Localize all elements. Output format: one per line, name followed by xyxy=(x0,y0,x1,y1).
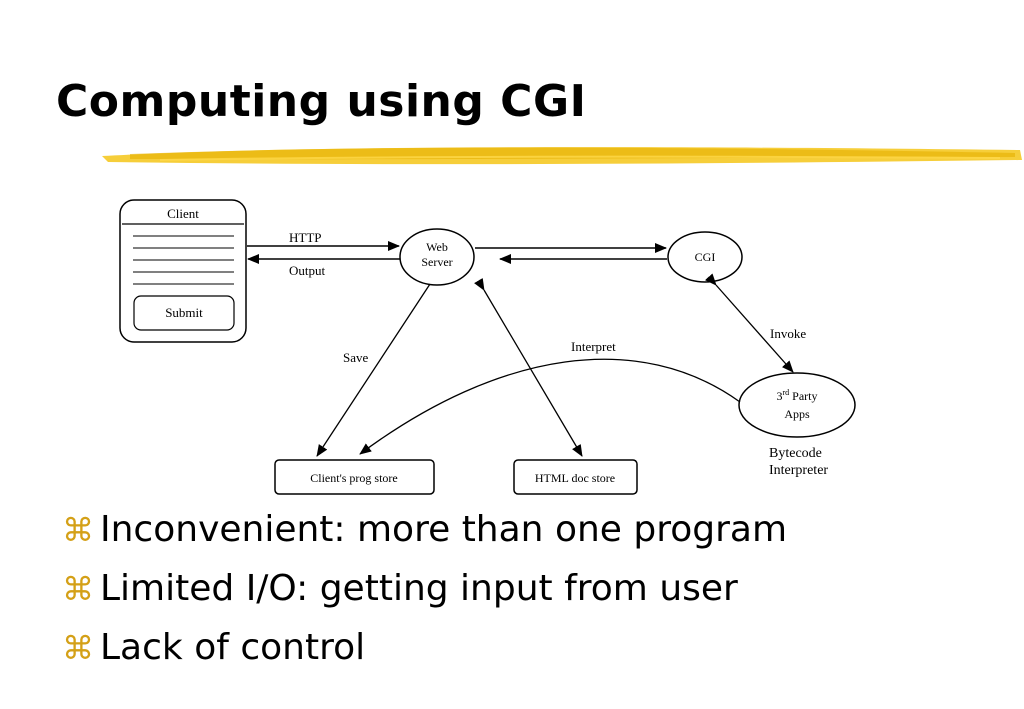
invoke-label: Invoke xyxy=(770,326,806,341)
save-label: Save xyxy=(343,350,369,365)
command-key-bullet-icon: ⌘ xyxy=(62,629,94,667)
interpret-label: Interpret xyxy=(571,339,616,354)
bullet-text: Limited I/O: getting input from user xyxy=(100,568,738,609)
web-server-node: Web Server xyxy=(399,228,475,286)
cgi-label: CGI xyxy=(695,250,716,264)
cgi-node: CGI xyxy=(667,231,743,283)
html-doc-store-box: HTML doc store xyxy=(513,459,638,495)
title-underline-stroke xyxy=(102,147,1022,165)
bullet-item: ⌘Limited I/O: getting input from user xyxy=(62,564,787,623)
web-server-label-line1: Web xyxy=(426,240,448,254)
bullet-text: Inconvenient: more than one program xyxy=(100,509,788,550)
interpret-arrow xyxy=(359,358,741,455)
submit-button-label: Submit xyxy=(165,305,203,320)
web-server-label-line2: Server xyxy=(421,255,452,269)
submit-button xyxy=(133,295,235,331)
bullet-list: ⌘Inconvenient: more than one program ⌘Li… xyxy=(62,505,787,682)
client-box-title: Client xyxy=(167,206,199,221)
bullet-text: Lack of control xyxy=(100,627,366,668)
client-box: Client Submit xyxy=(119,199,247,343)
command-key-bullet-icon: ⌘ xyxy=(62,511,94,549)
slide-title: Computing using CGI xyxy=(56,76,587,127)
third-party-label-line2: Apps xyxy=(784,407,810,421)
third-party-label-line1: 3rd Party xyxy=(776,388,817,403)
output-label: Output xyxy=(289,263,326,278)
server-html-store-arrow xyxy=(474,277,583,457)
bullet-item: ⌘Inconvenient: more than one program xyxy=(62,505,787,564)
bytecode-interpreter-label-line2: Interpreter xyxy=(769,463,828,478)
clients-prog-store-box: Client's prog store xyxy=(274,459,435,495)
save-arrow xyxy=(316,283,431,457)
bullet-item: ⌘Lack of control xyxy=(62,623,787,682)
http-label: HTTP xyxy=(289,230,322,245)
clients-prog-store-label: Client's prog store xyxy=(310,471,398,485)
bytecode-interpreter-label-line1: Bytecode xyxy=(769,446,822,461)
html-doc-store-label: HTML doc store xyxy=(535,471,615,485)
command-key-bullet-icon: ⌘ xyxy=(62,570,94,608)
third-party-apps-node: 3rd Party Apps xyxy=(738,372,856,438)
invoke-arrow xyxy=(704,273,794,373)
